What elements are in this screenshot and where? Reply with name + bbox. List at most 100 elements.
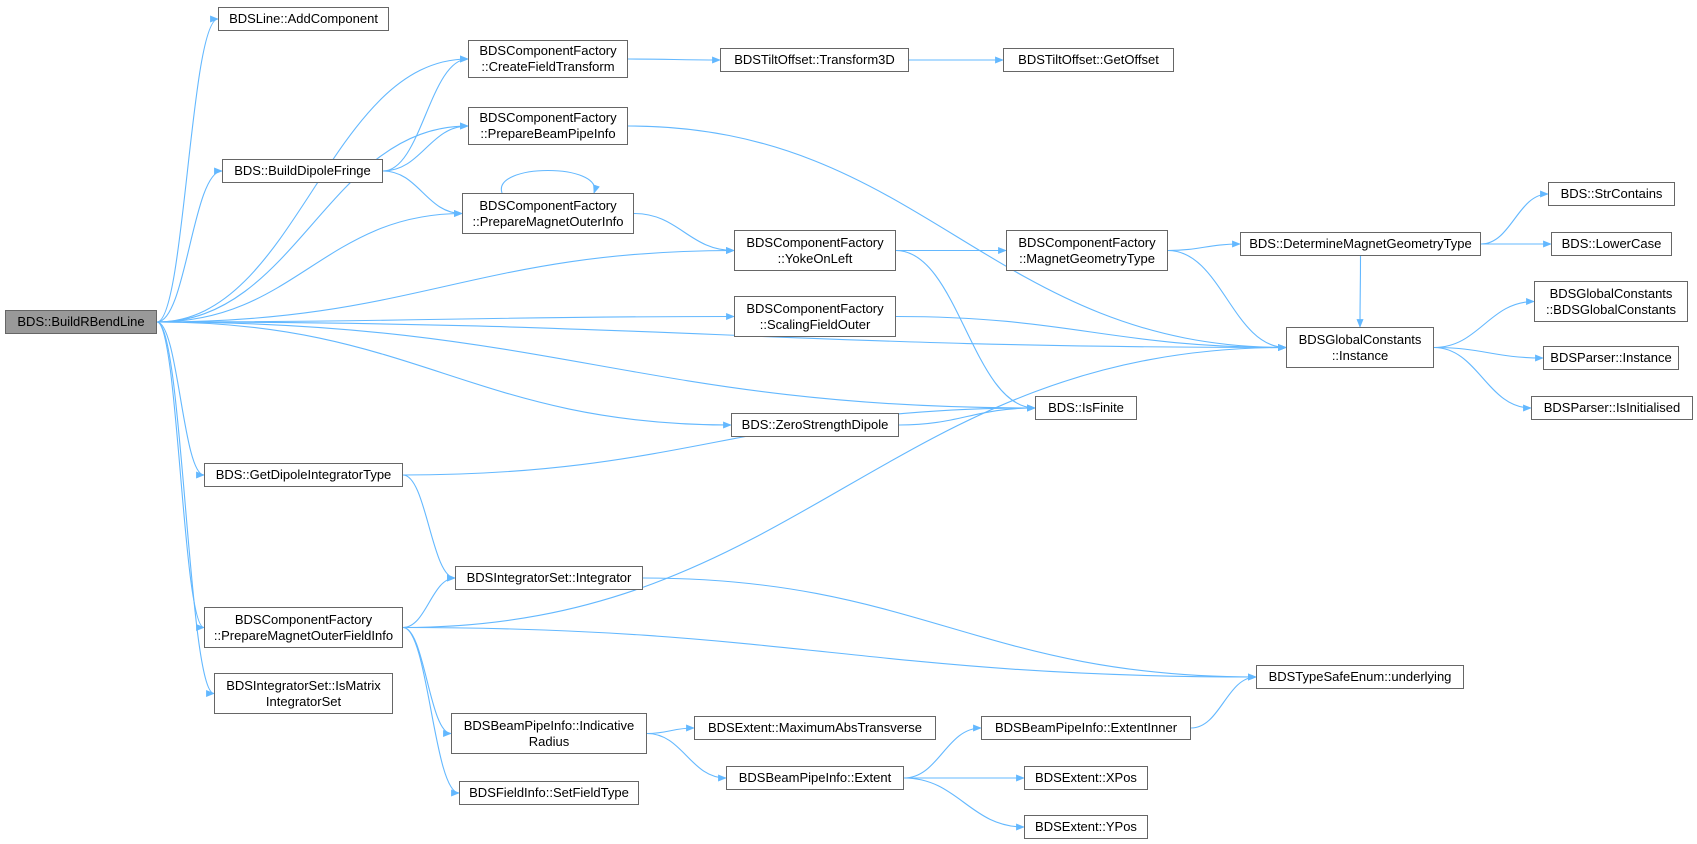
node-is-matrix-integrator-set[interactable]: BDSIntegratorSet::IsMatrix IntegratorSet — [214, 673, 393, 714]
node-label: BDSIntegratorSet::IsMatrix — [226, 677, 381, 693]
node-lower-case[interactable]: BDS::LowerCase — [1551, 232, 1672, 256]
node-label: BDSIntegratorSet::Integrator — [466, 570, 632, 585]
edge-n0-n1 — [156, 15, 219, 323]
node-label: BDS::LowerCase — [1561, 236, 1662, 251]
edge-n27-n23 — [1190, 673, 1257, 729]
node-global-constants-instance[interactable]: BDSGlobalConstants ::Instance — [1286, 327, 1434, 368]
edge-n0-n7 — [156, 209, 463, 323]
node-yoke-on-left[interactable]: BDSComponentFactory ::YokeOnLeft — [734, 230, 896, 271]
node-label: BDS::ZeroStrengthDipole — [741, 417, 889, 432]
edge-n14-n15 — [895, 315, 1287, 352]
node-indicative-radius[interactable]: BDSBeamPipeInfo::Indicative Radius — [451, 713, 647, 754]
node-label: BDSExtent::YPos — [1035, 819, 1137, 834]
node-label: BDSComponentFactory — [746, 300, 884, 316]
edge-n0-n6 — [156, 167, 223, 323]
node-is-finite[interactable]: BDS::IsFinite — [1035, 396, 1137, 420]
node-label: BDS::StrContains — [1560, 186, 1663, 201]
node-determine-magnet-geometry-type[interactable]: BDS::DetermineMagnetGeometryType — [1240, 232, 1481, 256]
edge-n22-n23 — [402, 626, 1257, 681]
edge-n20-n21 — [402, 474, 456, 582]
node-label: ::PrepareMagnetOuterInfo — [472, 213, 624, 229]
node-extent-xpos[interactable]: BDSExtent::XPos — [1024, 766, 1148, 790]
node-label: BDS::GetDipoleIntegratorType — [215, 467, 392, 482]
node-set-field-type[interactable]: BDSFieldInfo::SetFieldType — [459, 781, 639, 805]
edge-n22-n21 — [402, 574, 456, 629]
node-label: BDSTiltOffset::GetOffset — [1018, 52, 1159, 67]
node-prepare-magnet-outer-field-info[interactable]: BDSComponentFactory ::PrepareMagnetOuter… — [204, 607, 403, 648]
edge-n7-n7 — [501, 169, 600, 194]
node-label: BDSExtent::XPos — [1035, 770, 1137, 785]
edge-n18-n19 — [898, 404, 1036, 426]
node-prepare-magnet-outer-info[interactable]: BDSComponentFactory ::PrepareMagnetOuter… — [462, 193, 634, 234]
node-integrator-set-integrator[interactable]: BDSIntegratorSet::Integrator — [455, 566, 643, 590]
node-label: BDSBeamPipeInfo::Extent — [738, 770, 892, 785]
node-maximum-abs-transverse[interactable]: BDSExtent::MaximumAbsTransverse — [694, 716, 936, 740]
edge-n0-n20 — [156, 321, 205, 479]
edge-n22-n25 — [402, 626, 452, 737]
node-parser-is-initialised[interactable]: BDSParser::IsInitialised — [1531, 396, 1693, 420]
node-label: BDSComponentFactory — [479, 110, 617, 125]
node-extent-inner[interactable]: BDSBeamPipeInfo::ExtentInner — [981, 716, 1191, 740]
node-global-constants-constructor[interactable]: BDSGlobalConstants ::BDSGlobalConstants — [1534, 281, 1688, 322]
node-tiltoffset-transform3d[interactable]: BDSTiltOffset::Transform3D — [720, 48, 909, 72]
node-label: ::PrepareMagnetOuterFieldInfo — [213, 627, 394, 643]
edge-n22-n30 — [402, 626, 460, 797]
edge-n0-n14 — [156, 312, 735, 323]
node-line-add-component[interactable]: BDSLine::AddComponent — [218, 7, 389, 31]
edge-n0-n24 — [156, 321, 215, 697]
node-build-rbend-line[interactable]: BDS::BuildRBendLine — [5, 310, 157, 334]
edge-n21-n23 — [642, 577, 1257, 681]
node-label: BDSExtent::MaximumAbsTransverse — [707, 720, 923, 735]
node-label: ::MagnetGeometryType — [1019, 250, 1155, 266]
edge-n10-n11 — [1480, 190, 1549, 245]
node-label: Radius — [528, 733, 570, 749]
edge-n0-n8 — [156, 246, 735, 323]
edge-n0-n18 — [156, 321, 732, 429]
node-typesafe-enum-underlying[interactable]: BDSTypeSafeEnum::underlying — [1256, 665, 1464, 689]
node-label: BDSGlobalConstants — [1549, 285, 1673, 301]
node-label: BDS::BuildDipoleFringe — [234, 163, 371, 178]
node-label: ::ScalingFieldOuter — [759, 316, 871, 332]
node-label: BDSComponentFactory — [1018, 234, 1156, 250]
edge-n10-n15 — [1356, 255, 1364, 328]
node-beam-pipe-extent[interactable]: BDSBeamPipeInfo::Extent — [726, 766, 904, 790]
node-create-field-transform[interactable]: BDSComponentFactory ::CreateFieldTransfo… — [468, 40, 628, 78]
node-label: BDS::BuildRBendLine — [17, 314, 145, 329]
node-label: BDS::IsFinite — [1048, 400, 1124, 415]
node-zero-strength-dipole[interactable]: BDS::ZeroStrengthDipole — [731, 413, 899, 437]
node-get-dipole-integrator-type[interactable]: BDS::GetDipoleIntegratorType — [204, 463, 403, 487]
edge-n28-n27 — [903, 724, 982, 779]
node-extent-ypos[interactable]: BDSExtent::YPos — [1024, 815, 1148, 839]
node-magnet-geometry-type[interactable]: BDSComponentFactory ::MagnetGeometryType — [1006, 230, 1168, 271]
node-prepare-beam-pipe-info[interactable]: BDSComponentFactory ::PrepareBeamPipeInf… — [468, 107, 628, 145]
node-label: ::Instance — [1331, 347, 1389, 363]
node-label: BDSComponentFactory — [479, 43, 617, 58]
edge-n0-n5 — [156, 122, 469, 323]
node-label: BDSParser::Instance — [1550, 350, 1672, 365]
edge-n6-n7 — [382, 170, 463, 218]
node-label: BDSComponentFactory — [234, 611, 373, 627]
node-label: BDSGlobalConstants — [1298, 331, 1422, 347]
node-label: BDSBeamPipeInfo::ExtentInner — [994, 720, 1178, 735]
edge-n7-n8 — [633, 212, 735, 255]
node-tiltoffset-get-offset[interactable]: BDSTiltOffset::GetOffset — [1003, 48, 1174, 72]
node-label: ::CreateFieldTransform — [481, 59, 615, 74]
node-label: BDSBeamPipeInfo::Indicative — [463, 717, 635, 733]
node-label: ::BDSGlobalConstants — [1545, 301, 1677, 317]
node-build-dipole-fringe[interactable]: BDS::BuildDipoleFringe — [222, 159, 383, 183]
node-str-contains[interactable]: BDS::StrContains — [1548, 182, 1675, 206]
edge-n15-n13 — [1433, 297, 1535, 349]
edge-n9-n15 — [1167, 249, 1287, 352]
edge-n2-n3 — [627, 56, 721, 64]
node-parser-instance[interactable]: BDSParser::Instance — [1543, 346, 1679, 370]
node-label: BDSLine::AddComponent — [229, 11, 378, 26]
node-scaling-field-outer[interactable]: BDSComponentFactory ::ScalingFieldOuter — [734, 296, 896, 337]
node-label: BDSTypeSafeEnum::underlying — [1268, 669, 1452, 684]
node-label: BDSTiltOffset::Transform3D — [734, 52, 895, 67]
node-label: BDSComponentFactory — [746, 234, 884, 250]
edge-n25-n28 — [646, 732, 727, 782]
edge-n15-n16 — [1433, 346, 1544, 362]
edge-n0-n19 — [156, 321, 1036, 412]
